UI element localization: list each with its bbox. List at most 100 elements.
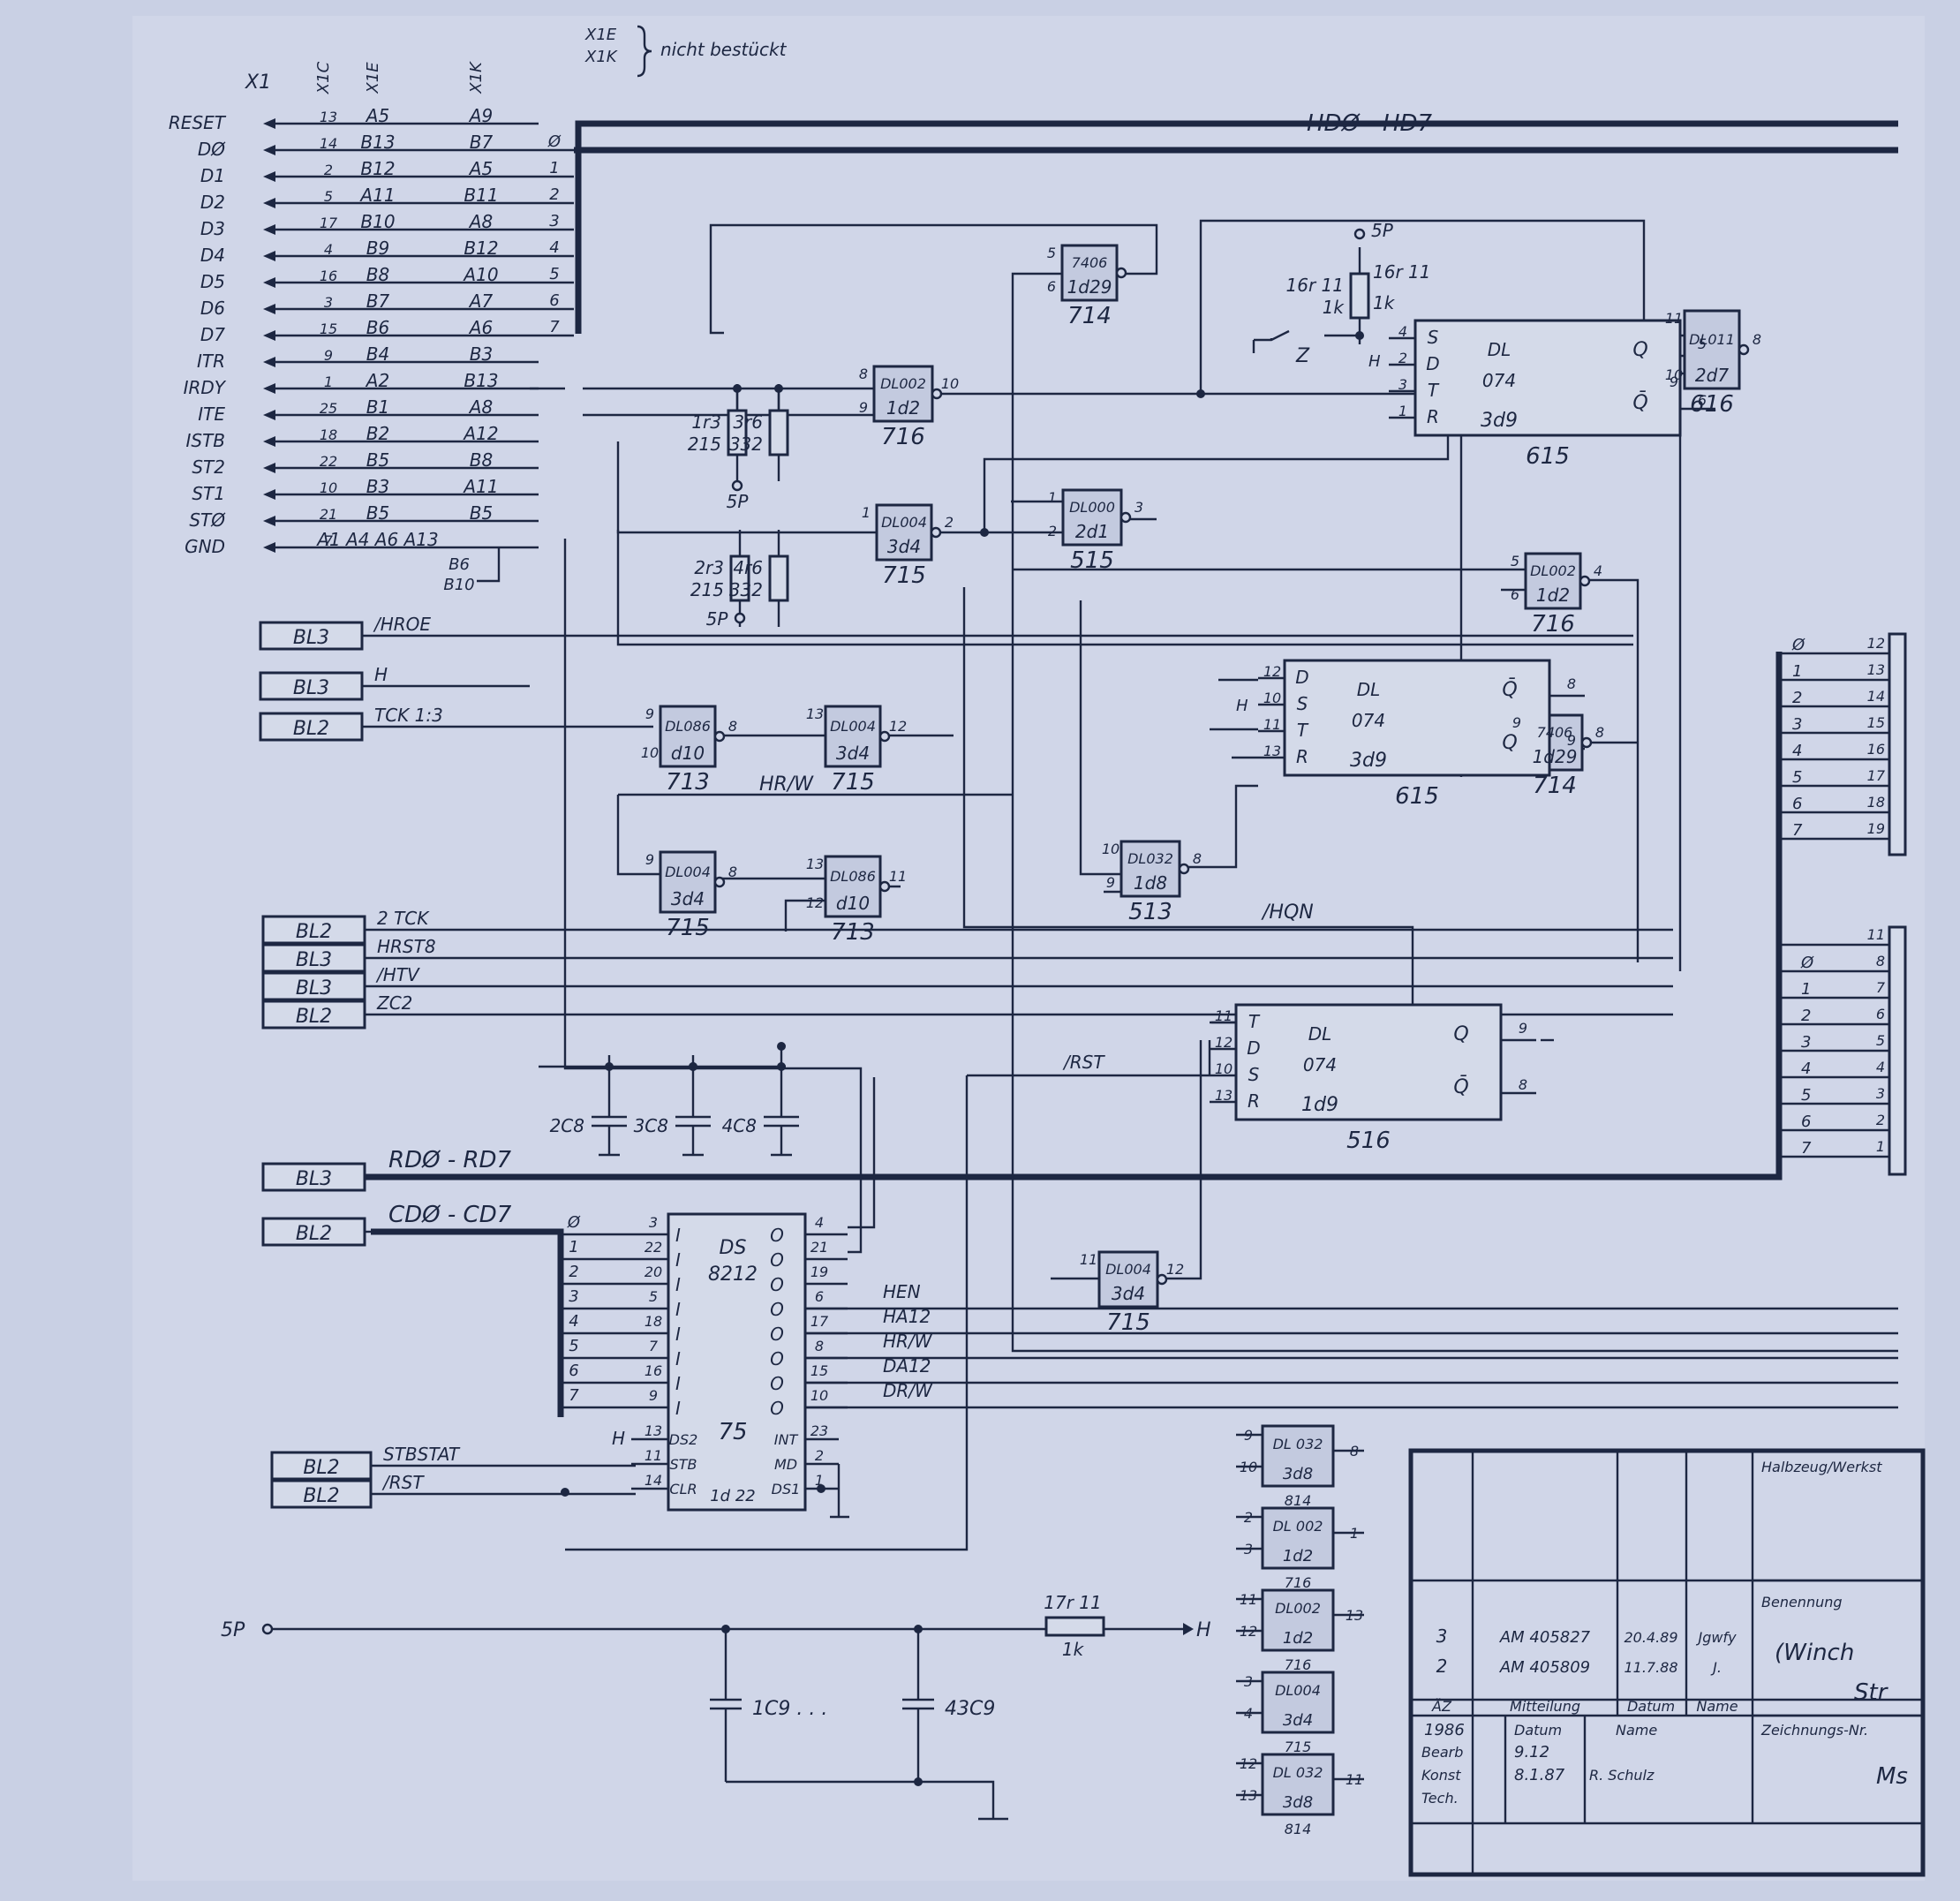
- title-konst: Konst: [1421, 1767, 1461, 1784]
- ic-output: DA12: [883, 1355, 931, 1377]
- right-row-a: 6: [1792, 795, 1802, 813]
- wire: [616, 795, 660, 876]
- arrow-icon: [263, 304, 275, 314]
- cd-bus: [371, 1228, 564, 1417]
- arrow-icon: [263, 145, 275, 155]
- pin-e: B4: [366, 343, 389, 365]
- pin-num: 10: [1102, 841, 1119, 857]
- pin-num: 8: [1193, 850, 1202, 867]
- gate-type: DL004: [830, 718, 876, 735]
- pin-num: 2: [1048, 523, 1057, 539]
- arrow-icon: [263, 489, 275, 500]
- pin-signal: D5: [200, 271, 225, 292]
- gate-type: 7406: [1537, 724, 1573, 741]
- gate-type: DL004: [881, 514, 927, 531]
- gate-ref: 3d4: [836, 743, 870, 764]
- pin-num: 9: [645, 705, 654, 722]
- right-row-a: 6: [1801, 1113, 1811, 1131]
- pin-signal: RESET: [169, 112, 227, 133]
- right-row-a: 4: [1792, 742, 1802, 760]
- bottom-gate: [1261, 1506, 1335, 1570]
- terminal-ring: [734, 612, 746, 624]
- gate-number: 716: [1285, 1656, 1312, 1673]
- rev-date: 11.7.88: [1624, 1659, 1677, 1676]
- gate-type: DL004: [665, 864, 711, 880]
- gate-number: 515: [1070, 547, 1114, 574]
- pin-num: 12: [1166, 1261, 1184, 1278]
- ff-pin-qn: 9: [1567, 732, 1576, 749]
- ff-number: 516: [1346, 1128, 1391, 1154]
- title-1: (Winch: [1775, 1640, 1854, 1666]
- ff-ref: 3d9: [1481, 410, 1518, 432]
- bottom-gate: [1261, 1671, 1335, 1734]
- ic-name: DS: [720, 1237, 747, 1259]
- inverter-bubble: [931, 388, 943, 400]
- pin-signal: D7: [200, 324, 225, 345]
- ff-number: 615: [1395, 783, 1439, 810]
- pin-c: 10: [320, 479, 337, 496]
- pin-num: 8: [1595, 724, 1604, 741]
- bl-signal: TCK 1:3: [374, 705, 443, 726]
- ic-number: 75: [718, 1419, 747, 1445]
- junction-dot: [774, 384, 783, 393]
- right-row-b: 1: [1876, 1138, 1885, 1155]
- ic-out-label: O: [770, 1249, 784, 1271]
- pin-e: B1: [366, 396, 389, 418]
- resistor: [768, 409, 789, 456]
- cd-bit: 7: [569, 1386, 579, 1405]
- junction-dot: [914, 1777, 923, 1786]
- right-connector-1: [1888, 632, 1907, 856]
- ff-type2: 074: [1482, 370, 1516, 391]
- arrow-icon: [263, 436, 275, 447]
- arrow-icon: [263, 251, 275, 261]
- gate-ref: 3d4: [1112, 1283, 1145, 1304]
- right-row-b: 17: [1867, 767, 1886, 784]
- pin-k: A10: [462, 264, 498, 285]
- right-row-a: 7: [1801, 1139, 1812, 1158]
- resistor-label: 4r6: [733, 557, 763, 578]
- pin-num: 9: [1244, 1427, 1253, 1444]
- pin-num: 12: [1240, 1755, 1257, 1772]
- resistor: [768, 554, 789, 602]
- pin-c: 5: [324, 188, 333, 205]
- arrow-icon: [263, 516, 275, 526]
- gate-number: 715: [882, 562, 926, 589]
- bus-bit: Ø: [547, 132, 562, 151]
- pin-k: A7: [468, 290, 494, 312]
- arrow-icon: [263, 171, 275, 182]
- arrow-icon: [263, 383, 275, 394]
- title-zeichnung: Zeichnungs-Nr.: [1760, 1722, 1868, 1739]
- title-benennung: Benennung: [1761, 1594, 1843, 1611]
- pin-num: 12: [889, 718, 907, 735]
- gate-number: 616: [1690, 391, 1734, 418]
- ic-part: 8212: [708, 1264, 758, 1286]
- pin-signal: ST1: [192, 483, 225, 504]
- pin-num: 3: [1135, 499, 1143, 516]
- bl-signal: STBSTAT: [383, 1444, 461, 1465]
- capacitor-label: 3C8: [634, 1115, 668, 1136]
- pin-signal: D1: [200, 165, 225, 186]
- bus-bit: 3: [549, 212, 559, 230]
- ff-type: DL: [1488, 339, 1511, 360]
- connector-col-label: X1C: [314, 61, 333, 94]
- pin-e: B3: [366, 476, 389, 497]
- g713a-gate: [659, 705, 717, 768]
- ic-output: HEN: [883, 1281, 921, 1302]
- rev-no: 3: [1436, 1626, 1448, 1647]
- wire: [1180, 784, 1258, 869]
- ff-type: DL: [1308, 1023, 1332, 1045]
- ff615a-flipflop: [1413, 319, 1682, 437]
- cd-bit: 3: [569, 1287, 578, 1306]
- ic-out-label: O: [770, 1398, 784, 1419]
- resistor-value: 1k: [1323, 297, 1346, 318]
- bus-bit: 4: [549, 238, 559, 257]
- pin-num: 10: [1665, 366, 1683, 383]
- right-row-b: 2: [1876, 1112, 1885, 1128]
- right-row-b: 8: [1876, 953, 1885, 969]
- pin-num: 5: [1511, 553, 1519, 570]
- pin-e: B2: [366, 423, 389, 444]
- ff-pin-qn: 6: [1698, 392, 1707, 409]
- inverter-bubble: [878, 730, 891, 743]
- arrow-icon: [263, 330, 275, 341]
- bl-label: BL3: [296, 977, 332, 1000]
